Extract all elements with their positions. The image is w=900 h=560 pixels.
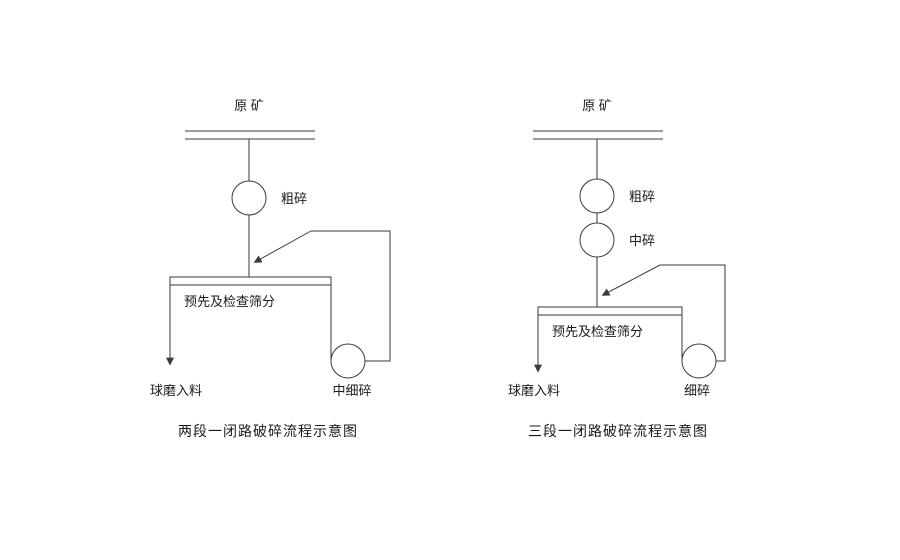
coarse-crusher-circle xyxy=(579,178,615,214)
undersize-label: 球磨入料 xyxy=(508,383,560,398)
feed-label: 原 矿 xyxy=(582,98,612,113)
feed-label: 原 矿 xyxy=(234,98,264,113)
medium-crusher-label: 中碎 xyxy=(629,233,655,248)
recycle-crusher-label: 细碎 xyxy=(684,383,710,398)
coarse-crusher-circle xyxy=(231,180,267,216)
screen-bar xyxy=(169,276,332,286)
screen-bar xyxy=(537,306,683,316)
screen-label: 预先及检查筛分 xyxy=(184,294,275,309)
diagram-caption: 两段一闭路破碎流程示意图 xyxy=(178,423,358,439)
diagram-two-stage: 原 矿 粗碎 预先及检查筛分 球磨入料 中细碎 两段一闭路破碎流程示意图 xyxy=(150,98,391,439)
recycle-crusher-label: 中细碎 xyxy=(332,383,371,398)
recycle-crusher-circle xyxy=(330,343,366,379)
recycle-loop-line xyxy=(660,264,726,362)
recycle-crusher-circle xyxy=(681,343,717,379)
medium-crusher-circle xyxy=(579,222,615,258)
undersize-label: 球磨入料 xyxy=(150,383,202,398)
recycle-return-arrow xyxy=(601,264,661,296)
coarse-crusher-label: 粗碎 xyxy=(281,191,307,206)
recycle-loop-line xyxy=(311,230,391,362)
coarse-crusher-label: 粗碎 xyxy=(629,189,655,204)
diagram-caption: 三段一闭路破碎流程示意图 xyxy=(528,423,708,439)
screen-label: 预先及检查筛分 xyxy=(552,324,643,339)
recycle-return-arrow xyxy=(253,230,312,263)
diagram-three-stage: 原 矿 粗碎 中碎 预先及检查筛分 球磨入料 细碎 三段一闭路破碎流程示意图 xyxy=(508,98,726,439)
